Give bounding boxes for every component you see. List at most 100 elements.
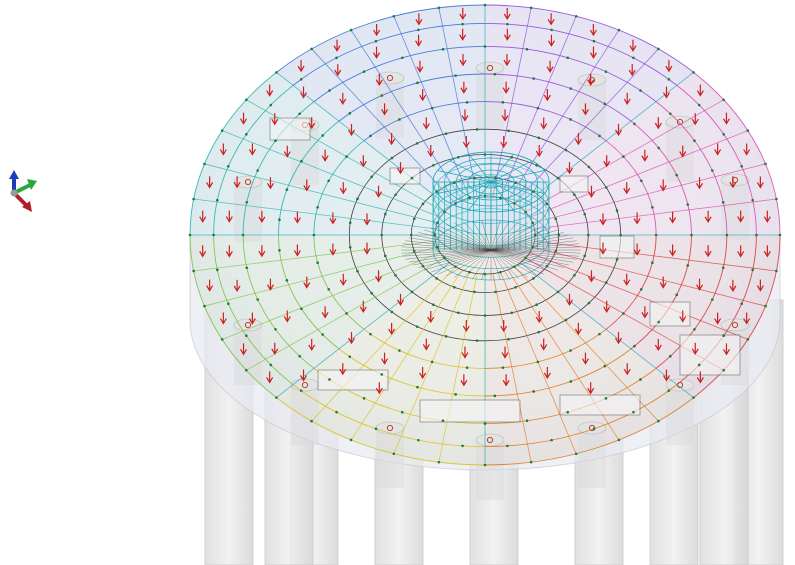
core-base-fan [490, 249, 574, 263]
core-base-fan [401, 249, 492, 254]
load-arrow [614, 123, 623, 137]
mesh-node [348, 112, 352, 115]
load-arrow-head [258, 216, 266, 224]
load-arrow-head [623, 98, 631, 106]
load-arrow [722, 343, 730, 356]
mesh-node [755, 233, 758, 237]
mesh-node [513, 202, 516, 205]
load-arrow-head [587, 79, 595, 87]
mesh-node [598, 134, 601, 138]
mesh-node [436, 221, 439, 225]
mesh-ring [213, 85, 294, 236]
column-node [486, 436, 494, 444]
mesh-node [711, 298, 714, 301]
load-arrow-head [225, 251, 233, 258]
mesh-node [499, 270, 502, 274]
load-arrow [543, 89, 551, 102]
core-base-fan [437, 225, 492, 251]
column-shaft [376, 428, 404, 488]
mesh-radial [529, 252, 748, 340]
load-arrow-head [347, 337, 356, 345]
load-arrow-head [501, 115, 509, 122]
mesh-ring [484, 22, 678, 86]
core-cap-radial [490, 181, 514, 210]
load-arrow-head [543, 94, 551, 102]
mesh-node [227, 164, 230, 168]
load-arrow-head [422, 123, 430, 130]
load-arrow [422, 117, 430, 130]
load-arrow-head [589, 52, 597, 59]
mesh-node [400, 410, 404, 414]
mesh-node [531, 277, 535, 280]
column-node [244, 178, 252, 186]
load-arrow [641, 149, 649, 162]
mesh-node [374, 427, 378, 431]
load-arrow-head [459, 13, 467, 21]
mesh-node [697, 103, 701, 107]
mesh-ring [189, 72, 277, 236]
mesh-node [245, 200, 249, 204]
mesh-node [531, 221, 534, 225]
load-arrow-head [503, 59, 511, 67]
mesh-radial [520, 262, 694, 398]
mesh-node [545, 202, 549, 206]
mesh-node [453, 181, 456, 184]
mesh-node [216, 268, 219, 272]
load-arrow-head [633, 249, 641, 256]
triad-y-arrow [22, 201, 32, 212]
load-arrow-head [714, 149, 722, 156]
column-node [486, 64, 494, 72]
load-arrow [303, 276, 311, 289]
core-base-fan [481, 249, 492, 280]
mesh-node [483, 422, 487, 425]
mesh-ring [388, 128, 486, 161]
load-arrow-head [502, 87, 510, 94]
mesh-node [398, 349, 401, 352]
load-arrow [373, 46, 381, 59]
mesh-node [321, 134, 324, 137]
mesh-node [667, 78, 671, 81]
core-base-fan [401, 246, 492, 251]
mesh-ring [484, 309, 582, 342]
load-arrow-head [691, 348, 699, 355]
core-base-fan [490, 240, 577, 251]
load-arrow-head [308, 344, 316, 352]
mesh-node [686, 203, 690, 206]
mesh-node [435, 277, 439, 280]
mesh-node [394, 193, 397, 197]
load-arrow [415, 34, 423, 47]
core-base-fan [490, 232, 564, 251]
load-arrow-head [271, 118, 279, 126]
mesh-radial [222, 130, 441, 218]
mesh-ring [484, 328, 607, 369]
load-arrow [225, 210, 233, 223]
mesh-node [604, 397, 608, 400]
load-arrow [397, 293, 405, 307]
load-arrow [283, 145, 291, 158]
mesh-node [412, 217, 416, 221]
core-base-fan [402, 249, 492, 257]
load-arrow-head [696, 284, 704, 291]
core-base-fan [490, 220, 510, 251]
load-arrow-head [388, 138, 396, 146]
mesh-node [453, 286, 456, 289]
mesh-node [633, 122, 636, 126]
load-arrow-head [756, 182, 764, 189]
mesh-ring [655, 101, 728, 236]
mesh-node [510, 311, 514, 315]
mesh-ring [676, 85, 757, 236]
mesh-node [632, 56, 635, 60]
mesh-node [651, 205, 654, 209]
mesh-node [778, 233, 782, 237]
mesh-node [192, 269, 195, 273]
load-arrow-head [756, 285, 764, 292]
mesh-node [410, 290, 414, 294]
mesh-node [586, 233, 590, 237]
mesh-ring [292, 22, 486, 86]
mesh-radial [311, 48, 456, 204]
central-core-cylinder[interactable] [401, 151, 581, 281]
load-arrow-head [665, 65, 673, 73]
mesh-node [615, 209, 619, 212]
core-base-fan [424, 249, 492, 271]
